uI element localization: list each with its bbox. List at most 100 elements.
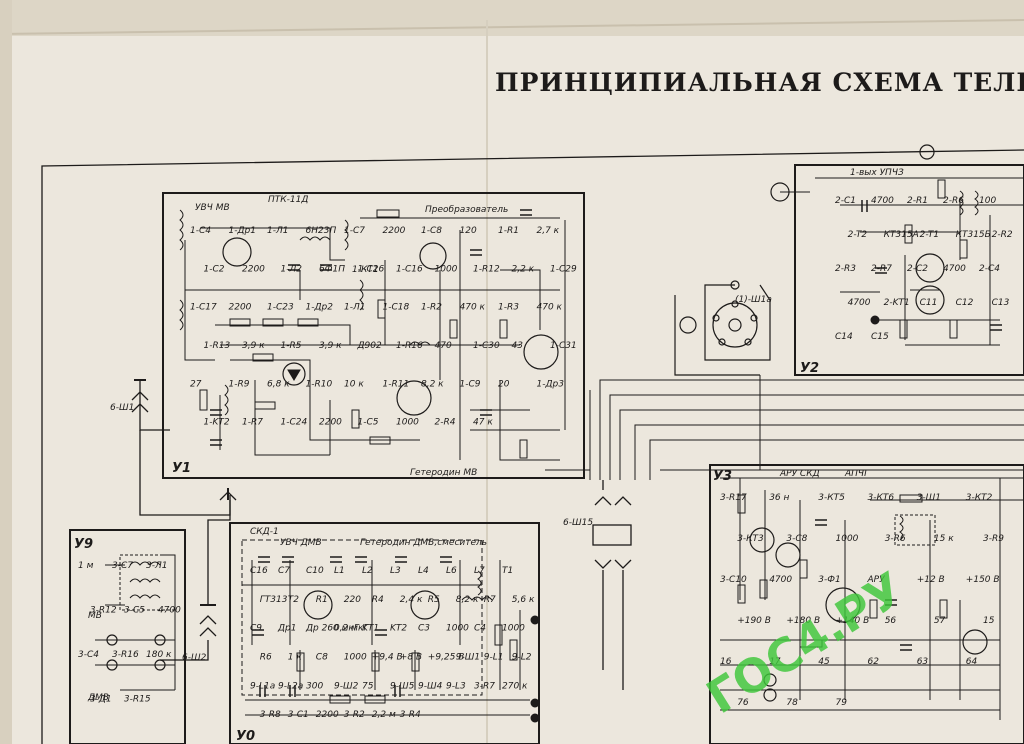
component-label: L4	[418, 566, 429, 576]
component-label: 3-C7	[112, 561, 133, 571]
component-label: 1-Др2	[306, 303, 334, 313]
component-label: 3-R16	[112, 650, 139, 660]
component-label: 220	[344, 595, 361, 605]
component-label: 180 к	[146, 650, 172, 660]
component-label: 3-R6	[885, 534, 906, 544]
component-label: 2-R4	[435, 418, 456, 428]
block-u0-header: СКД-1	[250, 527, 279, 537]
component-label: 5,6 к	[512, 595, 535, 605]
component-label: 1000	[396, 418, 419, 428]
component-label: L1	[334, 566, 345, 576]
component-label: 2-C4	[979, 264, 1000, 274]
component-label: 1 м	[78, 561, 94, 571]
block-u0-name: У0	[236, 729, 255, 744]
component-label: 1-R9	[229, 379, 250, 389]
component-label: 57	[934, 616, 946, 626]
connector-6-sh1-label: 6-Ш1	[110, 403, 134, 413]
connector-6-sh2	[160, 488, 237, 661]
component-label: 3-C4	[78, 650, 99, 660]
component-label: 6Ф1П	[319, 264, 345, 274]
component-label: 4700	[769, 575, 792, 585]
component-label: 47 к	[473, 418, 493, 428]
component-label: 3-C1	[288, 710, 309, 720]
component-label: 9-L1	[484, 653, 504, 663]
component-label: KT2	[390, 624, 407, 634]
block-u9-dmv: ДМВ	[87, 693, 109, 703]
component-label: C14	[835, 332, 853, 342]
component-label: 1000	[435, 264, 458, 274]
component-label: 56	[885, 616, 897, 626]
component-label: 1-C29	[550, 264, 577, 274]
component-label: 3-R8	[260, 710, 281, 720]
component-label: T1	[502, 566, 513, 576]
connector-1-sh1a-label: (1)-Ш1а	[735, 295, 772, 305]
component-label: +180 В	[786, 616, 820, 626]
component-label: 1-KT2	[204, 418, 230, 428]
block-u0-sub-left: УВЧ ДМВ	[280, 538, 322, 548]
component-label: 2-C1	[835, 196, 856, 206]
component-label: 2200	[316, 710, 339, 720]
component-label: T2	[288, 595, 299, 605]
component-label: 3-R7	[474, 681, 495, 691]
labels: У1 ПТК-11Д УВЧ МВ Преобразователь Гетеро…	[74, 168, 904, 744]
block-u1	[162, 192, 585, 479]
component-label: 2-R1	[907, 196, 928, 206]
connector-6-sh15	[592, 480, 632, 690]
component-label: 1-Др1	[229, 226, 256, 236]
block-u1-bottom: Гетеродин МВ	[410, 468, 477, 478]
component-label: 2200	[229, 303, 252, 313]
component-label: C4	[474, 624, 486, 634]
component-label: 43	[512, 341, 524, 351]
component-label: 1-C31	[550, 341, 577, 351]
component-label: 1-R1	[498, 226, 519, 236]
component-label: ГТ313	[260, 595, 288, 605]
component-label: R4	[372, 595, 384, 605]
component-label: 16	[720, 657, 732, 667]
component-label: C10	[306, 566, 324, 576]
block-u0-sub-mid: Гетеродин ДМВ,смеситель	[360, 538, 487, 548]
component-label: 6Н23П	[306, 226, 337, 236]
component-label: 2-KT1	[884, 298, 910, 308]
component-label: 15	[983, 616, 995, 626]
component-label: Др1	[277, 624, 296, 634]
block-u3	[709, 464, 1024, 744]
component-label: 9-Ш5	[390, 681, 415, 691]
component-label: 3-C5	[124, 606, 145, 616]
component-label: 9-Ш4	[418, 681, 443, 691]
component-label: R7	[484, 595, 496, 605]
component-label: +9,4 В	[372, 653, 403, 663]
component-label: 3-Д1	[90, 695, 112, 705]
component-label: 2,2 м	[372, 710, 396, 720]
block-u9-mv: МВ	[88, 611, 102, 621]
component-label: C16	[250, 566, 268, 576]
component-label: +12 В	[917, 575, 945, 585]
component-label: 15 к	[934, 534, 954, 544]
component-label: 3-КТ3	[737, 534, 764, 544]
component-label: 1000	[446, 624, 469, 634]
component-label: 2200	[383, 226, 406, 236]
block-u3-name: У3	[713, 469, 732, 484]
component-label: 470 к	[460, 303, 486, 313]
component-label: 2-R6	[943, 196, 964, 206]
connector-6-sh2-label: 6-Ш2	[182, 653, 207, 663]
component-label: 1-Др3	[537, 379, 565, 389]
component-label: 3-R15	[124, 695, 151, 705]
block-u1-header: ПТК-11Д	[268, 195, 308, 205]
component-label: +8 В	[400, 653, 422, 663]
block-u3-header: АРУ СКД	[779, 469, 820, 479]
component-label: L2	[362, 566, 373, 576]
component-label: 1-C5	[358, 418, 379, 428]
component-label: 3-Ф1	[818, 575, 840, 585]
component-label: 2-T2	[848, 230, 868, 240]
component-label: 2,7 к	[537, 226, 560, 236]
component-label: 4700	[158, 606, 181, 616]
component-label: R5	[428, 595, 440, 605]
component-label: 45	[818, 657, 830, 667]
component-label: C8	[316, 653, 328, 663]
component-label: C9	[250, 624, 262, 634]
component-label: 1-C30	[473, 341, 500, 351]
interconnect-bus	[545, 375, 1024, 480]
component-label: +190 В	[737, 616, 771, 626]
